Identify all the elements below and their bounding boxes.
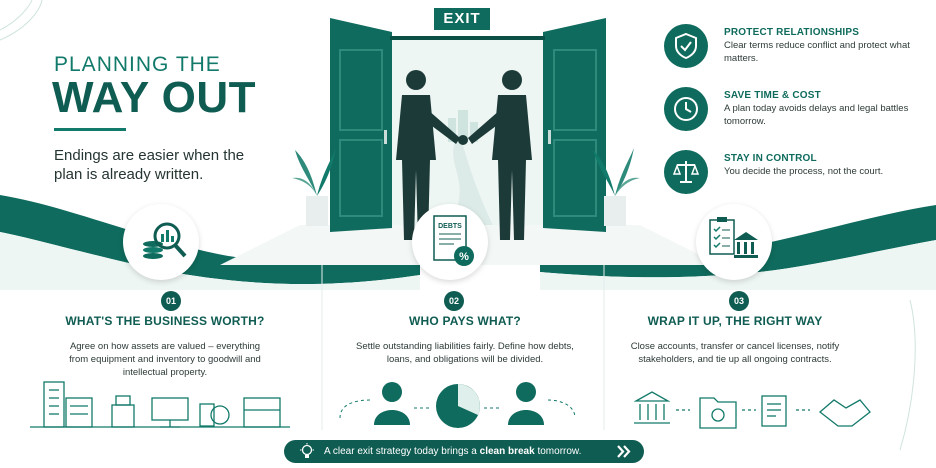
double-chevron-right-icon	[617, 445, 631, 458]
lightbulb-icon	[300, 443, 314, 458]
footer-text-bold: clean break	[479, 446, 535, 457]
step-desc: Settle outstanding liabilities fairly. D…	[356, 341, 574, 365]
title-line-1: PLANNING THE	[54, 53, 221, 76]
plant-left	[292, 148, 336, 226]
debts-document-icon: DEBTS %	[433, 215, 474, 266]
valuation-magnifier-icon	[143, 222, 187, 259]
shield-check-icon	[664, 24, 708, 68]
svg-text:%: %	[459, 251, 469, 263]
benefit-desc: You decide the process, not the court.	[724, 166, 884, 177]
benefit-stay-in-control: STAY IN CONTROL You decide the process, …	[664, 150, 924, 200]
assets-illustration	[30, 381, 290, 428]
clock-icon	[664, 87, 708, 131]
benefit-title: PROTECT RELATIONSHIPS	[724, 27, 860, 38]
step-number: 01	[161, 291, 181, 311]
title-underline	[54, 128, 126, 131]
debts-bubble: DEBTS %	[412, 204, 488, 280]
subtitle: Endings are easier when the plan is alre…	[54, 147, 245, 183]
benefit-protect-relationships: PROTECT RELATIONSHIPS Clear terms reduce…	[664, 24, 924, 74]
benefit-title: SAVE TIME & COST	[724, 90, 821, 101]
step-title: WHO PAYS WHAT?	[409, 314, 521, 328]
closing-illustration	[633, 391, 871, 429]
debt-split-illustration	[339, 382, 576, 428]
scales-icon	[664, 150, 708, 194]
step-desc: Close accounts, transfer or cancel licen…	[630, 341, 840, 365]
exit-sign: EXIT	[434, 8, 490, 30]
valuation-bubble	[123, 204, 199, 280]
step-number: 02	[444, 291, 464, 311]
footer-text: A clear exit strategy today brings a cle…	[324, 446, 581, 457]
benefit-desc: Clear terms reduce conflict and protect …	[724, 40, 910, 64]
title-line-2: WAY OUT	[52, 73, 256, 122]
checklist-bank-icon	[709, 217, 758, 258]
step-desc: Agree on how assets are valued – everyth…	[69, 341, 261, 378]
step-title: WHAT'S THE BUSINESS WORTH?	[65, 314, 265, 328]
handshake-figures	[396, 70, 532, 240]
footer-text-after: tomorrow.	[537, 446, 582, 457]
footer-banner: A clear exit strategy today brings a cle…	[284, 440, 644, 463]
benefit-desc: A plan today avoids delays and legal bat…	[724, 103, 909, 127]
benefit-save-time: SAVE TIME & COST A plan today avoids del…	[664, 87, 924, 137]
step-number: 03	[729, 291, 749, 311]
debts-label: DEBTS	[438, 223, 462, 230]
wrapup-bubble	[696, 204, 772, 280]
footer-text-before: A clear exit strategy today brings a	[324, 446, 477, 457]
benefit-title: STAY IN CONTROL	[724, 153, 817, 164]
step-title: WRAP IT UP, THE RIGHT WAY	[647, 314, 823, 328]
